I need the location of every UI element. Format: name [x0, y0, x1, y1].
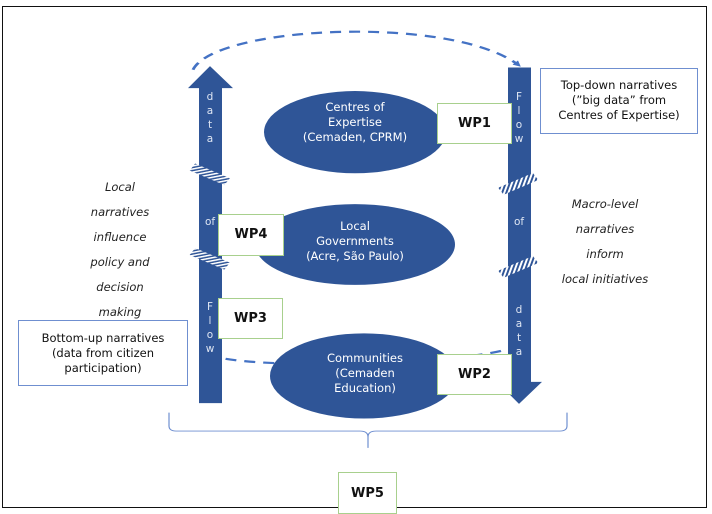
- arrow-letter: l: [208, 314, 212, 327]
- arrow-letter: o: [206, 328, 214, 341]
- left-arrow-word-middle: of: [204, 216, 216, 229]
- hatch-band-right-upper: [498, 173, 539, 195]
- annotation-line: policy and: [90, 254, 150, 269]
- ellipse-line: Expertise: [328, 114, 382, 129]
- arrow-letter: t: [207, 118, 213, 131]
- ellipse-line: Communities: [326, 350, 403, 365]
- arrow-letter: w: [205, 342, 215, 355]
- arrow-letter: d: [515, 303, 523, 316]
- wp1-box: WP1: [437, 102, 512, 144]
- annotation-line: influence: [93, 229, 147, 244]
- wp3-box: WP3: [218, 298, 283, 340]
- arrow-letter: a: [515, 345, 523, 358]
- right-arrow-word-middle: of: [513, 216, 525, 229]
- arrow-letter: w: [514, 132, 524, 145]
- annotation-line: local initiatives: [561, 272, 649, 287]
- arrow-letter: a: [515, 317, 523, 330]
- ellipse-local-gov: [255, 204, 455, 285]
- wp5-box: WP5: [338, 472, 397, 514]
- note-line: Centres of Expertise): [558, 108, 680, 123]
- ellipse-line: (Acre, São Paulo): [306, 248, 404, 263]
- annotation-line: narratives: [90, 204, 150, 219]
- annotation-line: narratives: [575, 222, 635, 237]
- note-line: Bottom-up narratives: [41, 330, 165, 345]
- dashed-arc-top: [191, 30, 521, 71]
- wp5-brace: [168, 412, 568, 448]
- ellipse-line: (Cemaden, CPRM): [302, 129, 408, 144]
- note-line: (data from citizen: [51, 345, 155, 360]
- annotation-right: Macro-level narratives inform local init…: [545, 192, 665, 292]
- note-bottom-up: Bottom-up narratives (data from citizen …: [18, 320, 188, 387]
- hatch-band-left-upper: [189, 163, 230, 186]
- arrow-letter: F: [206, 300, 214, 313]
- annotation-line: Local: [104, 179, 135, 194]
- note-line: Top-down narratives: [560, 78, 678, 93]
- arrow-letter: t: [516, 331, 522, 344]
- wp2-box: WP2: [437, 353, 512, 396]
- ellipse-local-gov-label: Local Governments (Acre, São Paulo): [265, 219, 445, 264]
- arrow-letter: l: [517, 104, 521, 117]
- dashed-arc-bottom: [210, 344, 519, 366]
- annotation-line: inform: [586, 247, 624, 262]
- ellipse-line: Local: [340, 218, 370, 233]
- annotation-line: decision: [96, 279, 144, 294]
- arrow-letter: a: [206, 104, 214, 117]
- ellipse-line: Governments: [316, 233, 394, 248]
- hatch-band-left-lower: [189, 247, 230, 270]
- ellipse-communities-label: Communities (Cemaden Education): [275, 351, 455, 396]
- ellipse-line: Centres of: [325, 99, 385, 114]
- annotation-left: Local narratives influence policy and de…: [60, 175, 180, 325]
- annotation-line: Macro-level: [571, 197, 639, 212]
- note-top-down: Top-down narratives (”big data” from Cen…: [540, 67, 698, 134]
- ellipse-line: Education): [334, 380, 396, 395]
- ellipse-centres-label: Centres of Expertise (Cemaden, CPRM): [265, 100, 445, 145]
- ellipse-line: (Cemaden: [335, 365, 395, 380]
- arrow-letter: a: [206, 132, 214, 145]
- note-line: participation): [64, 360, 142, 375]
- ellipse-communities: [270, 333, 458, 419]
- arrow-letter: o: [515, 118, 523, 131]
- hatch-band-right-lower: [498, 256, 539, 278]
- right-arrow-shaft: [497, 67, 542, 404]
- arrow-letter: d: [206, 90, 214, 103]
- ellipse-centres: [264, 91, 446, 174]
- annotation-line: making: [98, 304, 142, 319]
- arrow-letter: F: [515, 90, 523, 103]
- note-line: (”big data” from: [571, 93, 667, 108]
- wp4-box: WP4: [218, 213, 284, 256]
